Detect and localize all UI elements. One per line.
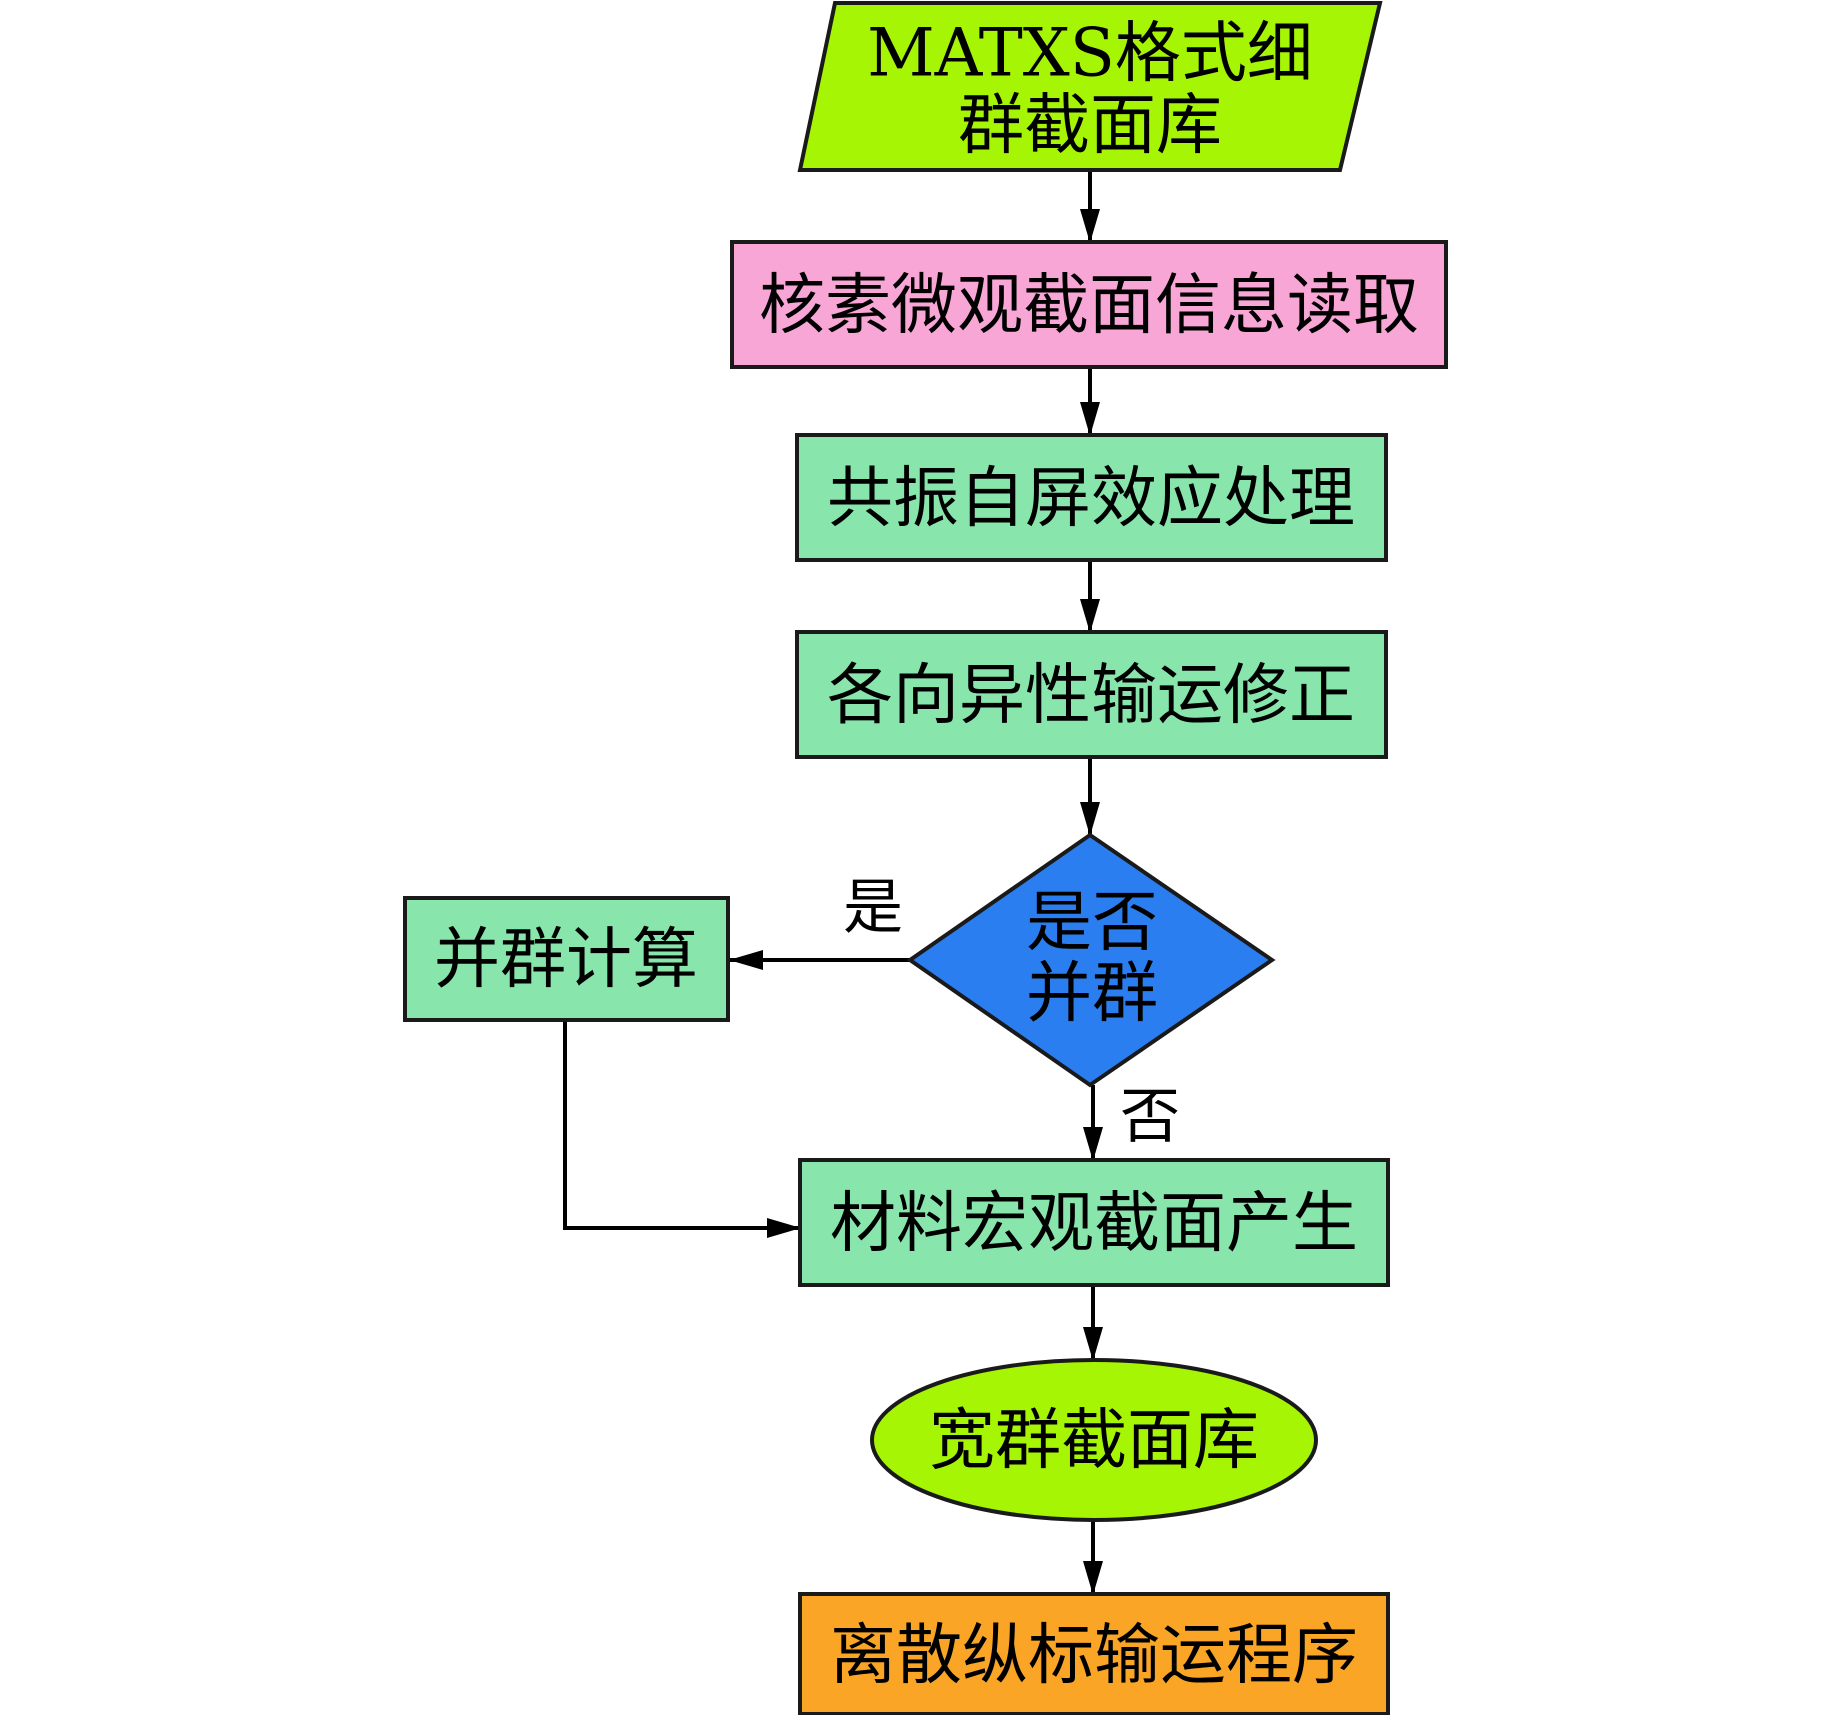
node-group-collapse-calc: 并群计算 — [403, 896, 730, 1022]
node-broad-group-library: 宽群截面库 — [870, 1358, 1318, 1522]
node-nuclide-micro-xs-read-label: 核素微观截面信息读取 — [759, 267, 1419, 344]
node-group-collapse-decision-line1: 是否 — [1026, 884, 1158, 961]
process-box-shape — [795, 433, 1388, 562]
process-box-shape — [798, 1158, 1390, 1287]
node-group-collapse-calc-label: 并群计算 — [434, 921, 698, 998]
node-resonance-self-shielding: 共振自屏效应处理 — [795, 433, 1388, 562]
output-ellipse-shape — [870, 1358, 1318, 1522]
decision-diamond-shape — [906, 832, 1276, 1088]
arrow-collapse-calc-to-macro — [563, 1019, 801, 1238]
node-group-collapse-decision-line2: 并群 — [1026, 955, 1158, 1032]
node-nuclide-micro-xs-read: 核素微观截面信息读取 — [730, 240, 1448, 369]
node-group-collapse-decision: 是否 并群 — [906, 832, 1276, 1088]
node-material-macro-xs-label: 材料宏观截面产生 — [830, 1185, 1358, 1262]
node-material-macro-xs: 材料宏观截面产生 — [798, 1158, 1390, 1287]
connectors — [563, 170, 1103, 1595]
node-discrete-ordinates-program-label: 离散纵标输运程序 — [830, 1617, 1358, 1694]
edge-label-yes: 是 — [843, 873, 903, 943]
input-parallelogram-shape — [797, 1, 1383, 172]
node-broad-group-library-label: 宽群截面库 — [929, 1402, 1259, 1479]
node-matxs-library-line2: 群截面库 — [958, 87, 1222, 164]
target-box-shape — [798, 1592, 1390, 1715]
node-matxs-library-line1: MATXS格式细 — [867, 15, 1313, 92]
node-anisotropic-transport-correction-label: 各向异性输运修正 — [827, 657, 1355, 734]
node-discrete-ordinates-program: 离散纵标输运程序 — [798, 1592, 1390, 1715]
process-box-shape — [795, 630, 1388, 759]
process-box-shape — [730, 240, 1448, 369]
node-anisotropic-transport-correction: 各向异性输运修正 — [795, 630, 1388, 759]
process-box-shape — [403, 896, 730, 1022]
node-matxs-library: MATXS格式细 群截面库 — [797, 1, 1383, 172]
edge-label-no: 否 — [1120, 1082, 1180, 1152]
node-resonance-self-shielding-label: 共振自屏效应处理 — [827, 460, 1355, 537]
